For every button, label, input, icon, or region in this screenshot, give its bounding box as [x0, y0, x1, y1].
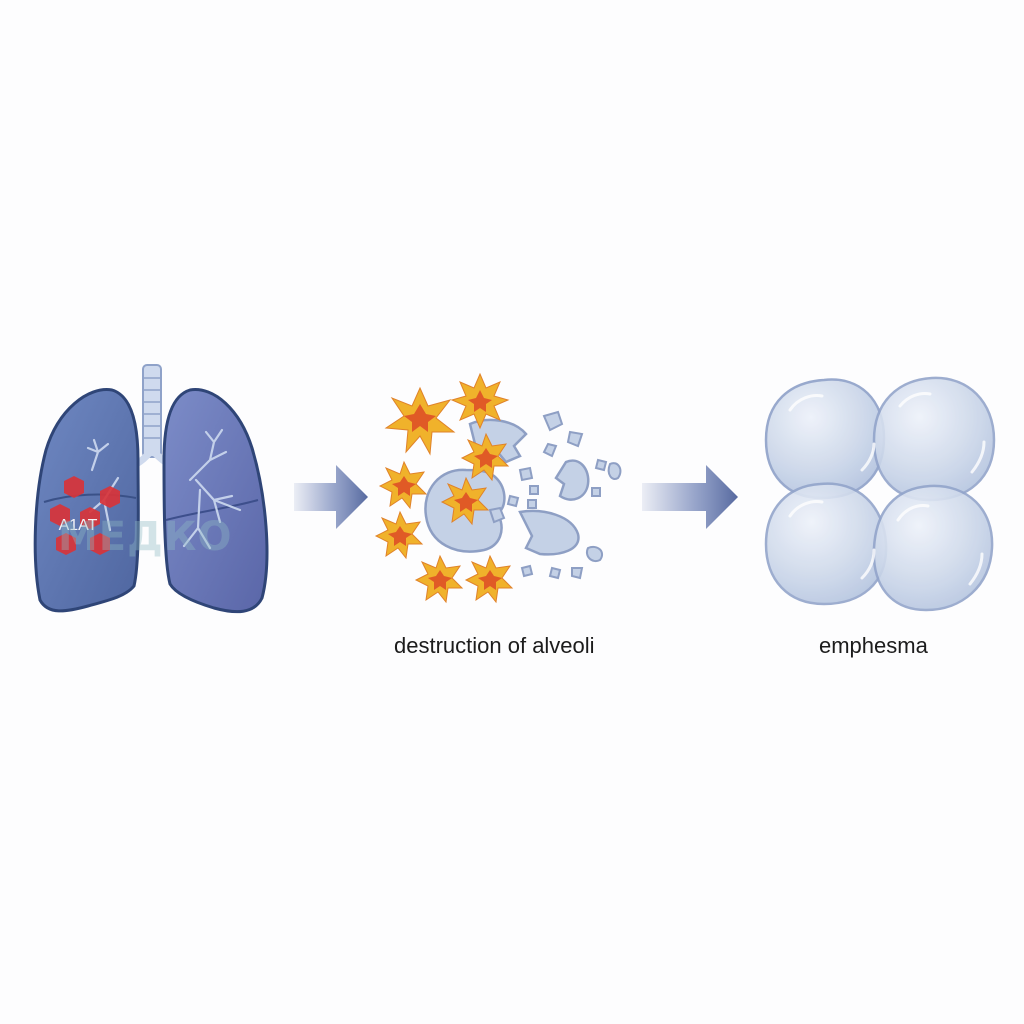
- bubble: [872, 376, 996, 502]
- bubble: [872, 484, 994, 612]
- hexagon: [56, 533, 76, 555]
- left-lung: [33, 388, 140, 613]
- watermark-text: МЕДКО: [58, 514, 232, 560]
- hexagon: [100, 486, 120, 508]
- right-arrow-icon: [642, 465, 738, 529]
- lungs-icon: A1AT МЕДКО: [33, 364, 269, 614]
- bubble: [764, 482, 888, 606]
- alveolus-fragments: [488, 410, 622, 580]
- stars: [374, 372, 514, 604]
- destruction-of-alveoli-label: destruction of alveoli: [394, 633, 595, 658]
- hexagon: [80, 507, 100, 529]
- starburst-icon: [374, 372, 622, 604]
- hexagon: [64, 476, 84, 498]
- bubble: [764, 378, 886, 500]
- a1at-label: A1AT: [59, 517, 98, 534]
- hexagon: [50, 504, 70, 526]
- emphysema-label: emphesma: [819, 633, 928, 658]
- hexagon-cluster: [50, 476, 120, 555]
- alveolus-icon: [764, 376, 996, 612]
- hexagon: [90, 533, 110, 555]
- right-arrow-icon: [294, 465, 368, 529]
